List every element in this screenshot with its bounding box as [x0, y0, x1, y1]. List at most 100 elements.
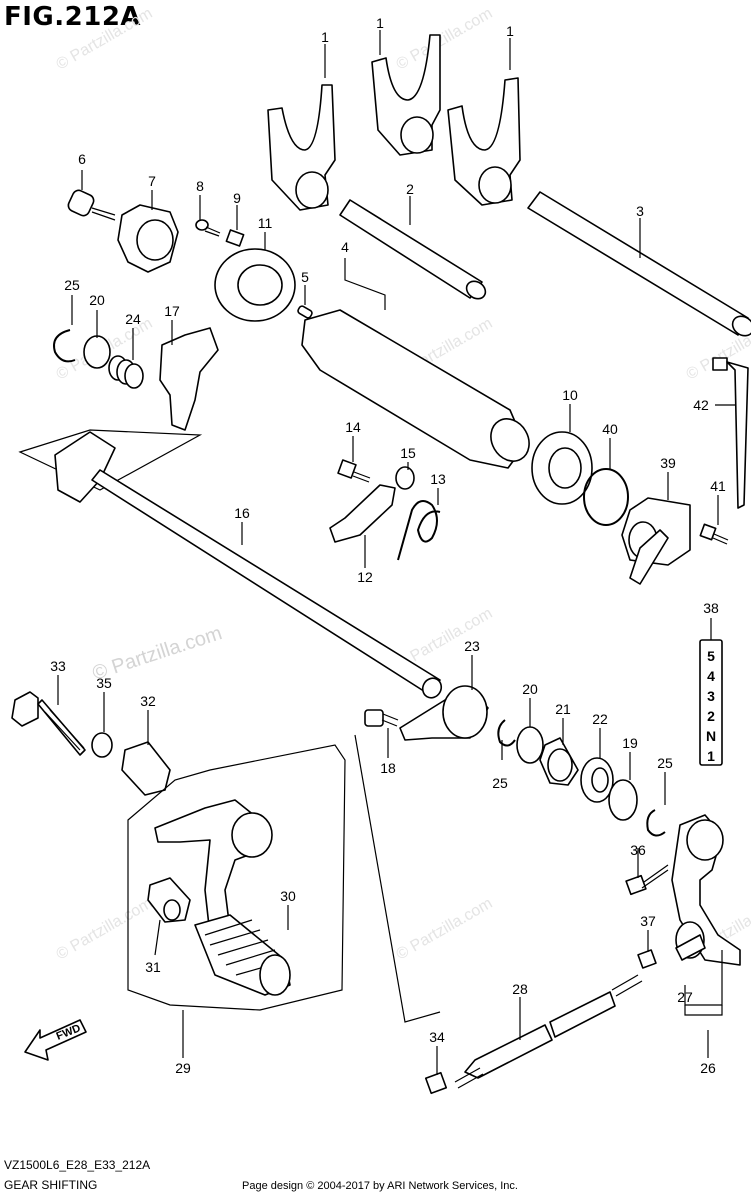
- callout-label: 21: [555, 701, 571, 717]
- callout-label: 1: [506, 23, 514, 39]
- watermark: © Partzilla.com: [54, 5, 156, 74]
- gear-position-switch-39: [621, 497, 691, 585]
- callout-label: 40: [602, 421, 618, 437]
- callout-label: 27: [677, 989, 693, 1005]
- callout-label: 35: [96, 675, 112, 691]
- o-ring-40: [583, 468, 629, 526]
- forward-direction-arrow: FWD: [24, 1019, 87, 1061]
- callout-label: 38: [703, 600, 719, 616]
- gear-position: 1: [707, 748, 715, 764]
- circlip-25: [53, 329, 76, 363]
- gearshift-shaft-16: [54, 431, 443, 699]
- callout-label: 37: [640, 913, 656, 929]
- callout-label: 1: [376, 15, 384, 31]
- callout-label: 6: [78, 151, 86, 167]
- spring-24: [108, 355, 144, 389]
- callout-label: 20: [89, 292, 105, 308]
- callout-label: 19: [622, 735, 638, 751]
- gear-position: 2: [707, 708, 715, 724]
- nut-37: [637, 949, 657, 969]
- callout-label: 1: [321, 29, 329, 45]
- watermark: © Partzilla.com: [394, 895, 496, 964]
- bolt-18: [364, 709, 399, 727]
- shift-rod-28: [454, 974, 643, 1089]
- callout-label: 13: [430, 471, 446, 487]
- callout-label: 29: [175, 1060, 191, 1076]
- shift-fork-1a: [267, 84, 336, 211]
- shift-fork-1b: [371, 34, 441, 156]
- circlip-25c: [646, 809, 666, 837]
- shift-arm-17: [159, 327, 219, 431]
- washer-15: [395, 466, 415, 490]
- wiring-clamp-42: [712, 357, 749, 509]
- bolt-33: [11, 691, 86, 756]
- bolt-36: [625, 864, 669, 896]
- callout-label: 11: [258, 215, 273, 231]
- circlip-25b: [497, 719, 516, 747]
- callout-label: 12: [357, 569, 373, 585]
- callout-label: 26: [700, 1060, 716, 1076]
- watermark: © Partzilla.com: [394, 5, 496, 74]
- callout-label: 16: [234, 505, 250, 521]
- leader-line-18: [354, 734, 441, 1023]
- callout-label: 24: [125, 311, 141, 327]
- shift-arm-23: [399, 685, 489, 741]
- bearing-11: [214, 248, 296, 322]
- shift-fork-1c: [447, 77, 521, 206]
- bolt-14: [337, 459, 371, 483]
- callout-label: 17: [164, 303, 180, 319]
- pin-6: [67, 189, 116, 221]
- fork-shaft-3: [527, 191, 751, 337]
- fork-shaft-2: [339, 199, 487, 300]
- figure-title: FIG.212A: [4, 2, 142, 32]
- callout-label: 25: [657, 755, 673, 771]
- pin-5: [297, 305, 313, 319]
- bearing-21: [539, 737, 579, 786]
- callout-label: 5: [301, 269, 309, 285]
- shift-cam-drum-4: [301, 309, 530, 469]
- callout-label: 25: [64, 277, 80, 293]
- callout-label: 31: [145, 959, 161, 975]
- callout-label: 41: [710, 478, 726, 494]
- callout-labels: 1 1 1 2 3 4 5 6 7 8 9 11 25 20 24 17 10 …: [50, 15, 726, 1076]
- callout-label: 23: [464, 638, 480, 654]
- rod-end-27: [675, 921, 706, 961]
- gear-position: 3: [707, 688, 715, 704]
- washer-20b: [516, 726, 544, 764]
- page-credit: Page design © 2004-2017 by ARI Network S…: [242, 1180, 518, 1192]
- callout-label: 18: [380, 760, 396, 776]
- nut-34: [424, 1071, 448, 1095]
- bearing-10: [531, 431, 593, 505]
- washer-20: [83, 335, 111, 369]
- callout-label: 39: [660, 455, 676, 471]
- gear-position-list: 5 4 3 2 N 1: [706, 648, 716, 764]
- washer-35: [91, 732, 113, 758]
- callout-label: 15: [400, 445, 416, 461]
- callout-label: 25: [492, 775, 508, 791]
- pedal-rubber-30: [194, 914, 291, 996]
- gear-position: 4: [707, 668, 715, 684]
- shift-cam-stopper-7: [117, 204, 179, 273]
- gear-position: N: [706, 728, 716, 744]
- leader-lines: [57, 30, 735, 1075]
- callout-label: 22: [592, 711, 608, 727]
- callout-label: 42: [693, 397, 709, 413]
- callout-label: 3: [636, 203, 644, 219]
- screw-41: [699, 523, 729, 545]
- callout-label: 20: [522, 681, 538, 697]
- section-name: GEAR SHIFTING: [4, 1178, 98, 1192]
- gear-position: 5: [707, 648, 715, 664]
- spacer-32: [121, 741, 171, 796]
- callout-label: 33: [50, 658, 66, 674]
- screw-9: [195, 219, 221, 237]
- callout-label: 7: [148, 173, 156, 189]
- gearshift-lever: [154, 799, 273, 936]
- bearing-22: [580, 757, 614, 803]
- model-code: VZ1500L6_E28_E33_212A: [4, 1158, 151, 1172]
- callout-label: 32: [140, 693, 156, 709]
- callout-label: 28: [512, 981, 528, 997]
- pedal-bolt-31: [147, 877, 191, 923]
- washer-8: [225, 229, 245, 247]
- callout-label: 10: [562, 387, 578, 403]
